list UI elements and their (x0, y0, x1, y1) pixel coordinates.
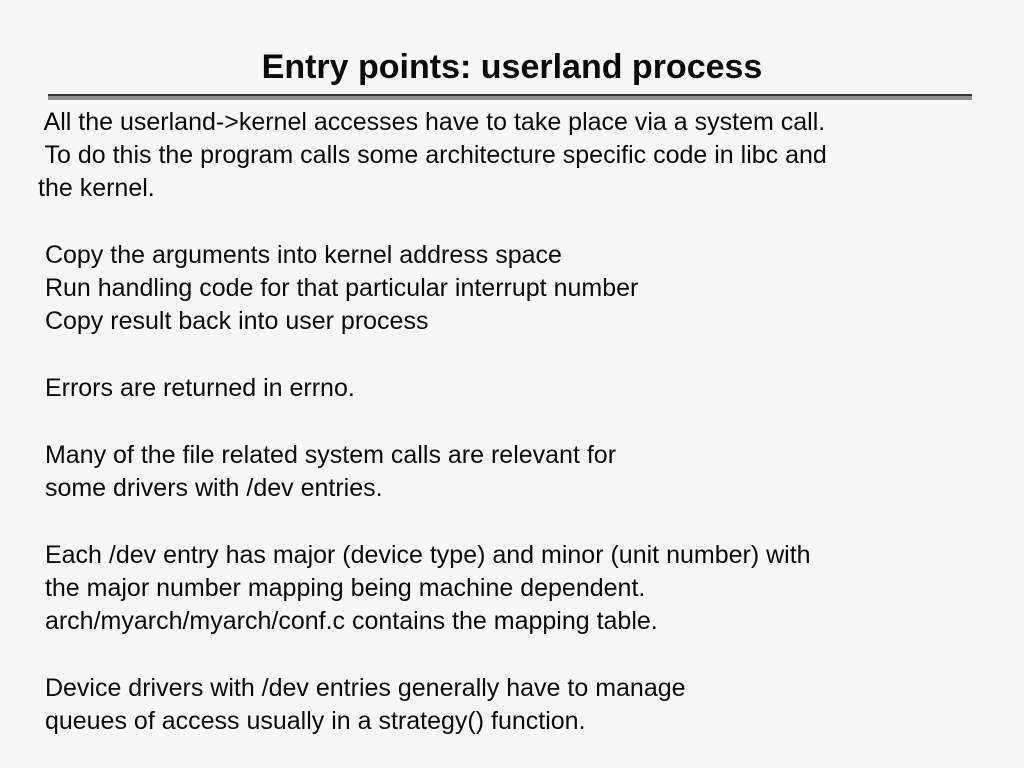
body-line: Many of the file related system calls ar… (38, 441, 617, 469)
slide-title: Entry points: userland process (261, 48, 763, 86)
paragraph: All the userland->kernel accesses have t… (38, 106, 998, 205)
paragraph: Each /dev entry has major (device type) … (38, 539, 998, 638)
body-line: arch/myarch/myarch/conf.c contains the m… (38, 607, 658, 635)
paragraph: Device drivers with /dev entries general… (38, 672, 998, 738)
body-line: the major number mapping being machine d… (38, 574, 646, 602)
body-line: Errors are returned in errno. (38, 374, 355, 402)
body-line: Device drivers with /dev entries general… (38, 674, 686, 702)
body-line: Copy the arguments into kernel address s… (38, 241, 562, 269)
paragraph: Copy the arguments into kernel address s… (38, 239, 998, 338)
title-underline-dark-edge (48, 94, 972, 96)
body-line: To do this the program calls some archit… (38, 141, 827, 169)
title-underline (48, 94, 972, 100)
body-line: the kernel. (38, 174, 155, 202)
paragraph: Many of the file related system calls ar… (38, 439, 998, 505)
paragraph: Errors are returned in errno. (38, 372, 998, 405)
title-underline-gray-body (48, 96, 972, 100)
body-line: Each /dev entry has major (device type) … (38, 541, 811, 569)
body-line: Copy result back into user process (38, 307, 429, 335)
body-line: some drivers with /dev entries. (38, 474, 383, 502)
slide-body: All the userland->kernel accesses have t… (38, 106, 998, 738)
body-line: queues of access usually in a strategy()… (38, 707, 586, 735)
body-line: Run handling code for that particular in… (38, 274, 639, 302)
body-line: All the userland->kernel accesses have t… (38, 108, 826, 136)
